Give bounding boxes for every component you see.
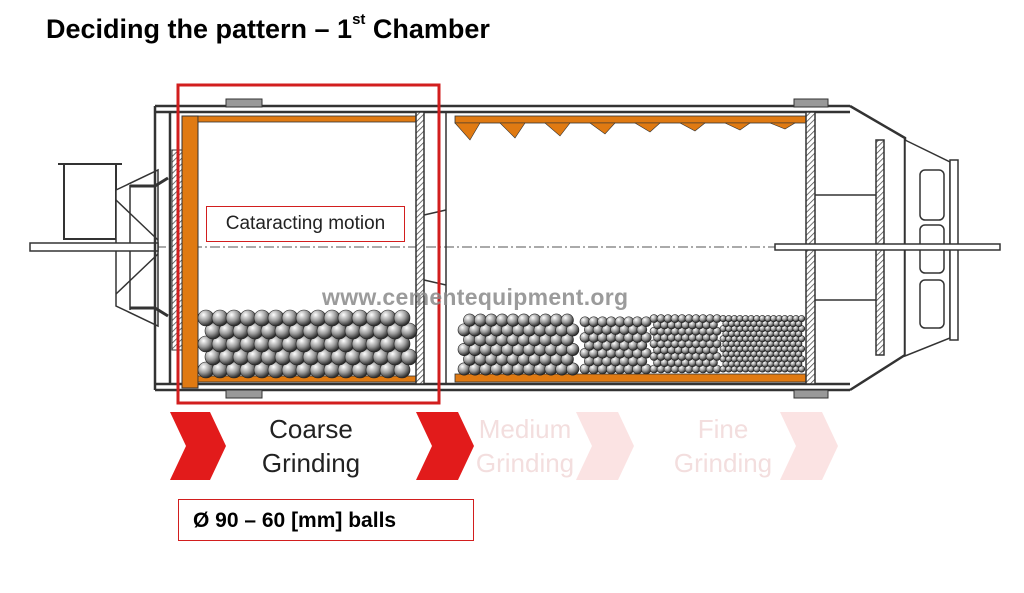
grinding-ball xyxy=(393,335,411,353)
page-title: Deciding the pattern – 1st Chamber xyxy=(46,11,490,44)
grinding-ball xyxy=(393,361,411,379)
grinding-ball xyxy=(400,348,418,366)
grinding-ball xyxy=(393,309,411,327)
grinding-ball xyxy=(239,309,257,327)
shell-flange xyxy=(793,98,829,108)
grinding-ball xyxy=(211,309,229,327)
coarse-arrow-right xyxy=(416,412,474,480)
intermediate-diaphragm xyxy=(415,111,447,385)
grinding-ball xyxy=(560,313,574,327)
grinding-ball xyxy=(295,309,313,327)
grinding-ball xyxy=(484,313,498,327)
coarse-arrow-left xyxy=(170,412,226,480)
fine-arrow xyxy=(780,412,838,480)
grinding-ball xyxy=(253,309,271,327)
inlet-liner xyxy=(181,115,199,389)
outlet-trunnion xyxy=(774,138,1001,358)
ball-charge-chamber-1 xyxy=(197,309,418,379)
medium-arrow xyxy=(576,412,634,480)
grinding-ball xyxy=(549,313,563,327)
ball-charge-chamber-2 xyxy=(457,313,806,376)
top-liner-chamber-1 xyxy=(197,115,417,123)
grinding-ball xyxy=(798,315,806,323)
grinding-ball xyxy=(323,309,341,327)
grinding-ball xyxy=(267,309,285,327)
first-chamber-highlight xyxy=(176,83,441,405)
grinding-ball xyxy=(337,309,355,327)
feed-hopper xyxy=(58,163,122,240)
grinding-ball xyxy=(495,313,509,327)
coarse-grinding-label: Coarse Grinding xyxy=(261,414,361,478)
grinding-ball xyxy=(506,313,520,327)
grinding-ball xyxy=(351,309,369,327)
grinding-ball xyxy=(539,313,553,327)
grinding-ball xyxy=(400,322,418,340)
grinding-ball xyxy=(463,313,477,327)
fine-grinding-label: Fine Grinding xyxy=(673,414,773,478)
medium-grinding-label: Medium Grinding xyxy=(475,414,575,478)
shell-flange xyxy=(793,389,829,399)
grinding-ball xyxy=(365,309,383,327)
grinding-ball xyxy=(197,309,215,327)
grinding-ball xyxy=(225,309,243,327)
cataracting-motion-label: Cataracting motion xyxy=(206,206,405,242)
grinding-ball xyxy=(473,313,487,327)
grinding-ball xyxy=(309,309,327,327)
ball-size-label: Ø 90 – 60 [mm] balls xyxy=(178,499,474,541)
grinding-ball xyxy=(281,309,299,327)
shell-flange xyxy=(225,389,263,399)
classifying-liner-top xyxy=(454,115,808,141)
grinding-ball xyxy=(379,309,397,327)
grinding-ball xyxy=(517,313,531,327)
watermark: www.cementequipment.org xyxy=(322,284,629,310)
shell-flange xyxy=(225,98,263,108)
grinding-ball xyxy=(528,313,542,327)
